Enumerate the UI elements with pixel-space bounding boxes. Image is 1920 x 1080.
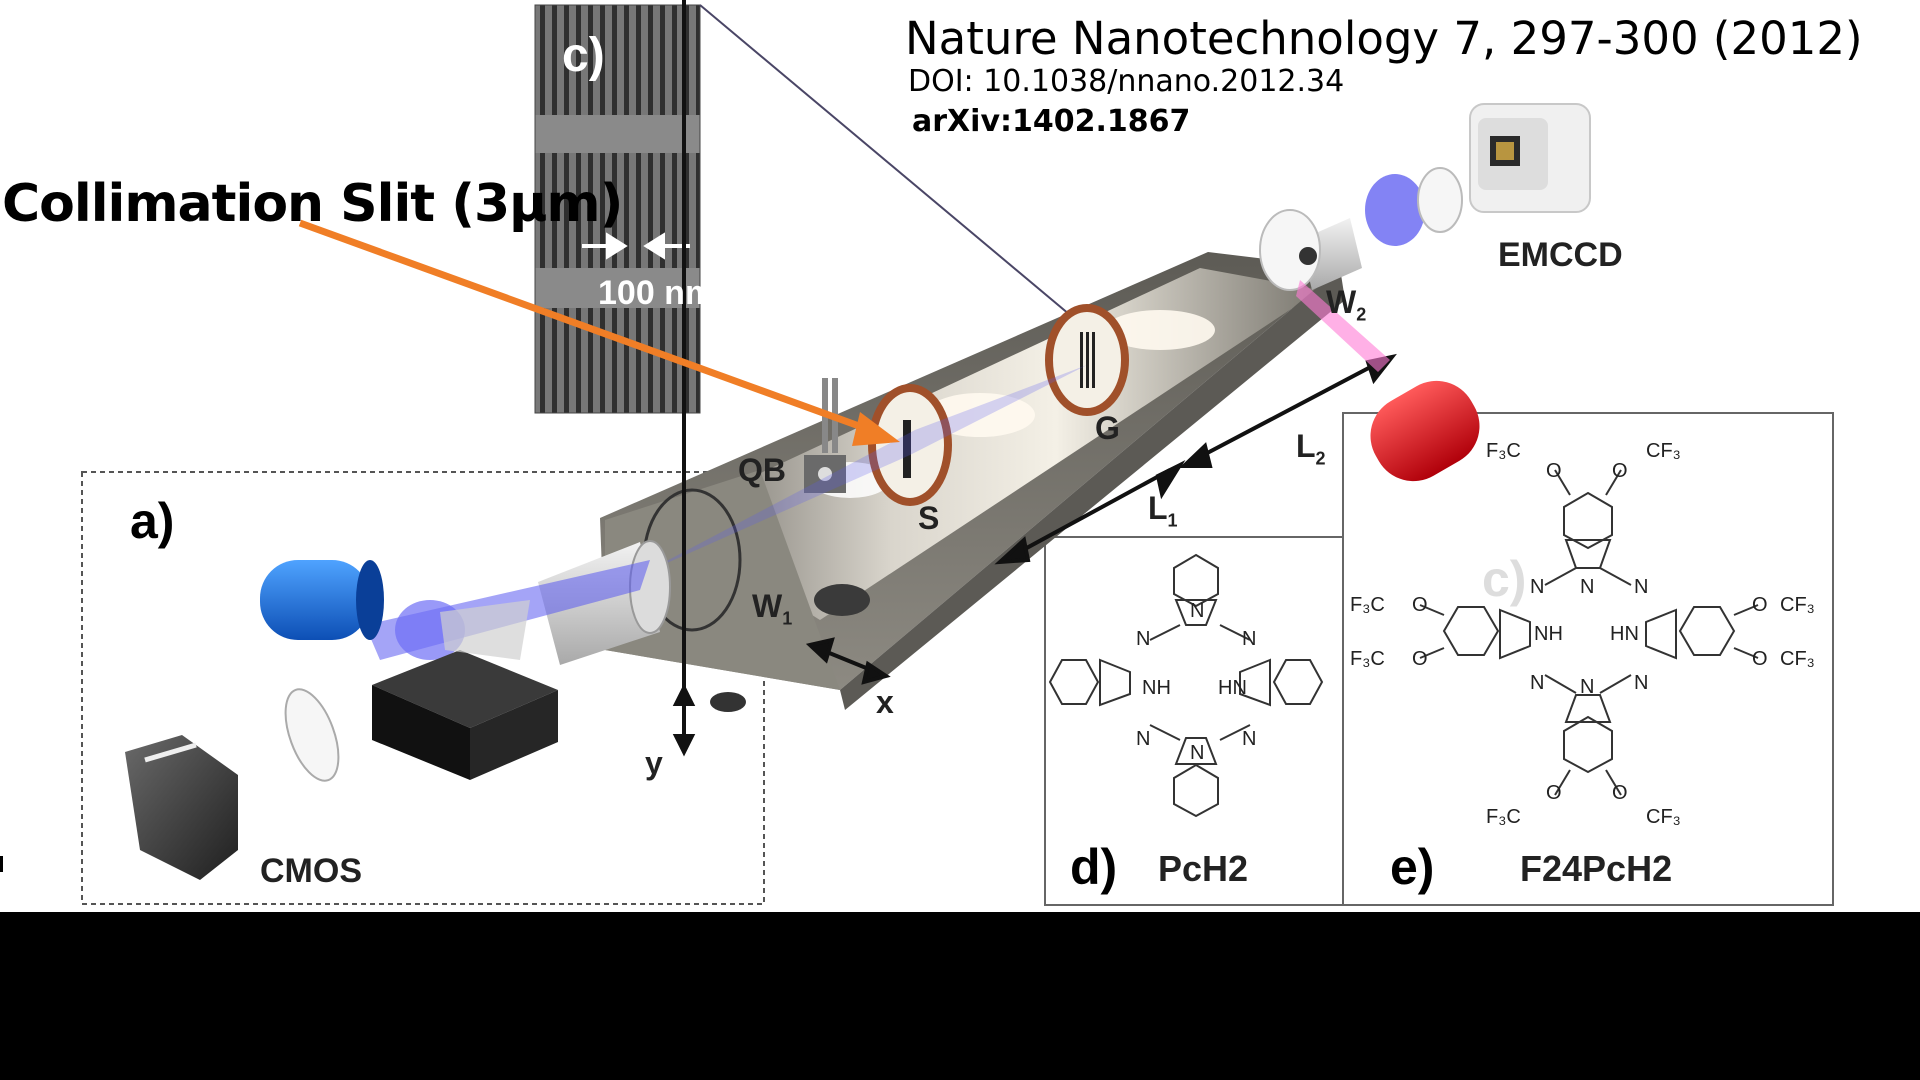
pch2-atom: N: [1190, 600, 1205, 622]
f24pch2-oxygen: O: [1752, 594, 1768, 616]
apparatus-scene: [81, 0, 1834, 906]
pch2-atom: N: [1136, 628, 1151, 650]
scale-bar-arrows: [582, 232, 690, 260]
f24pch2-substituent: CF₃: [1780, 594, 1815, 616]
f24pch2-atom: N: [1634, 672, 1649, 694]
f24pch2-substituent: F₃C: [1350, 648, 1385, 670]
objective-block: [372, 600, 558, 780]
red-laser: [1370, 380, 1480, 482]
pch2-atom: HN: [1218, 677, 1247, 699]
collimation-slit-label: Collimation Slit (3μm): [2, 174, 623, 234]
pch2-structure: [1048, 553, 1324, 818]
molecular-beam: [640, 365, 1087, 575]
pch2-name: PcH2: [1158, 848, 1249, 889]
f24pch2-substituent: F₃C: [1486, 440, 1521, 462]
citation-journal: Nature Nanotechnology 7, 297-300 (2012): [905, 12, 1863, 65]
xy-arrows: [672, 0, 891, 757]
f24pch2-atom: N: [1580, 576, 1595, 598]
panel-a-frame: [81, 471, 765, 905]
length-l1-label: L1: [1148, 490, 1178, 531]
axis-y-label: y: [645, 745, 663, 781]
f24pch2-atom: NH: [1534, 623, 1563, 645]
f24pch2-oxygen: O: [1612, 460, 1628, 482]
axis-x-label: x: [876, 684, 894, 720]
edge-mark: [0, 856, 3, 872]
f24pch2-substituent: CF₃: [1646, 806, 1681, 828]
f24pch2-name: F24PcH2: [1520, 848, 1673, 889]
f24pch2-oxygen: O: [1412, 648, 1428, 670]
f24pch2-oxygen: O: [1412, 594, 1428, 616]
pch2-atom: N: [1190, 742, 1205, 764]
panel-d-frame: [1044, 536, 1344, 906]
window-w1-label: W1: [752, 588, 793, 629]
grating-ring: [1045, 304, 1129, 416]
blue-laser: [260, 560, 384, 640]
f24pch2-structure: [1419, 469, 1759, 796]
emccd-camera: [1469, 103, 1591, 213]
f24pch2-atom: HN: [1610, 623, 1639, 645]
chamber-foot: [814, 584, 870, 616]
window-w2-label: W2: [1326, 284, 1367, 325]
f24pch2-atom: N: [1634, 576, 1649, 598]
panel-c-label: c): [562, 29, 605, 82]
f24pch2-oxygen: O: [1612, 782, 1628, 804]
fluorescence-beam: [1296, 280, 1390, 372]
length-l2-label: L2: [1296, 428, 1326, 469]
f24pch2-atom: N: [1580, 676, 1595, 698]
f24pch2-substituent: CF₃: [1646, 440, 1681, 462]
qb-label: QB: [738, 452, 786, 488]
f24pch2-oxygen: O: [1546, 460, 1562, 482]
grating-g-label: G: [1095, 410, 1120, 446]
cmos-camera: [125, 735, 238, 880]
cmos-label: CMOS: [260, 852, 362, 890]
panel-d-label: d): [1070, 839, 1118, 895]
panel-a-label: a): [130, 493, 175, 549]
f24pch2-oxygen: O: [1546, 782, 1562, 804]
cmos-lens: [284, 688, 340, 782]
vacuum-chamber: [600, 252, 1345, 710]
f24pch2-atom: N: [1530, 672, 1545, 694]
pch2-atom: N: [1136, 728, 1151, 750]
slit-s-label: S: [918, 500, 940, 536]
f24pch2-atom: N: [1530, 576, 1545, 598]
panel-e-label: e): [1390, 839, 1435, 895]
panel-e-frame: [1342, 412, 1834, 906]
chamber-foot: [710, 692, 746, 712]
emccd-optics: [1259, 167, 1463, 291]
scale-bar-label: 100 nm: [598, 274, 716, 312]
f24pch2-oxygen: O: [1752, 648, 1768, 670]
f24pch2-substituent: F₃C: [1486, 806, 1521, 828]
figure-canvas: Nature Nanotechnology 7, 297-300 (2012) …: [0, 0, 1920, 912]
emccd-label: EMCCD: [1498, 236, 1623, 274]
citation-doi: DOI: 10.1038/nnano.2012.34: [908, 64, 1345, 99]
slit-ring: [868, 384, 952, 506]
slit-pointer-arrow: [298, 219, 900, 446]
citation-arxiv: arXiv:1402.1867: [912, 104, 1191, 139]
panel-e-faint-label: c): [1482, 551, 1527, 607]
pch2-atom: N: [1242, 728, 1257, 750]
f24pch2-substituent: F₃C: [1350, 594, 1385, 616]
f24pch2-substituent: CF₃: [1780, 648, 1815, 670]
pch2-atom: NH: [1142, 677, 1171, 699]
pch2-atom: N: [1242, 628, 1257, 650]
sem-inset-image: [534, 4, 1089, 414]
